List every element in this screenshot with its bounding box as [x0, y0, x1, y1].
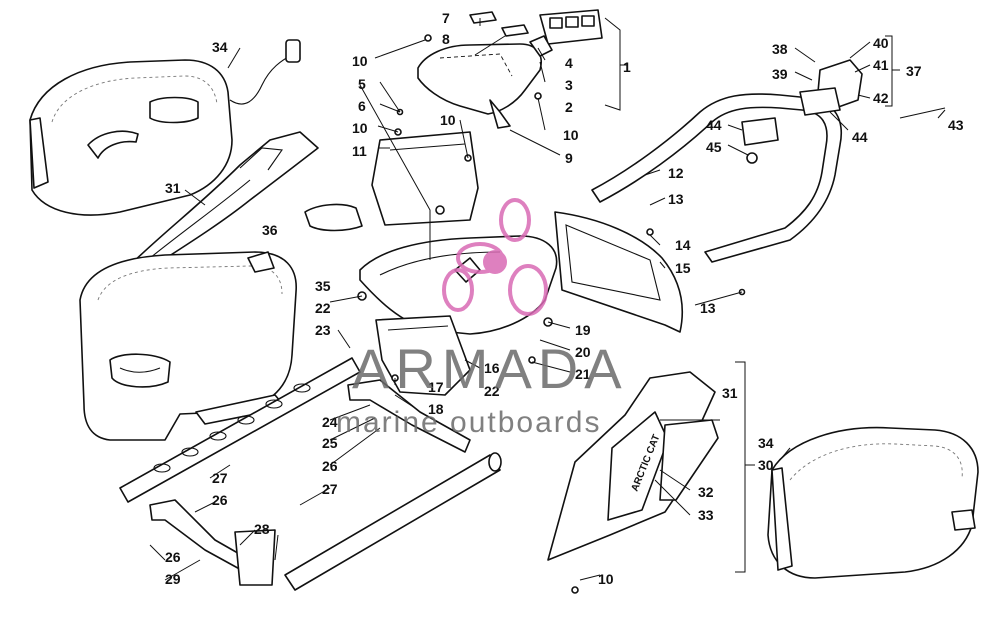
- callout-12: 12: [668, 165, 684, 181]
- callout-32: 32: [698, 484, 714, 500]
- callout-10: 10: [440, 112, 456, 128]
- watermark-tagline: marine outboards: [336, 406, 601, 439]
- leader-lines: [149, 17, 946, 581]
- callout-25: 25: [322, 435, 338, 451]
- callout-44: 44: [706, 117, 722, 133]
- callout-23: 23: [315, 322, 331, 338]
- flap-bracket: [371, 131, 479, 226]
- long-rail-lower: [284, 452, 502, 591]
- mount-bracket-middle: [347, 379, 471, 453]
- callout-1: 1: [623, 59, 631, 75]
- callout-45: 45: [706, 139, 722, 155]
- callout-33: 33: [698, 507, 714, 523]
- callout-26: 26: [322, 458, 338, 474]
- callout-3: 3: [565, 77, 573, 93]
- callout-8: 8: [442, 31, 450, 47]
- mount-bracket-lower: [149, 499, 276, 586]
- callout-7: 7: [442, 10, 450, 26]
- callout-27: 27: [322, 481, 338, 497]
- callout-5: 5: [358, 76, 366, 92]
- callout-21: 21: [575, 366, 591, 382]
- callout-28: 28: [254, 521, 270, 537]
- watermark-brand: ARMADA: [352, 337, 628, 400]
- callout-35: 35: [315, 278, 331, 294]
- pad-part: [304, 203, 363, 232]
- callout-41: 41: [873, 57, 889, 73]
- side-panel: ARCTIC CAT: [547, 371, 719, 561]
- callout-31: 31: [165, 180, 181, 196]
- long-rail-upper: [119, 357, 361, 503]
- callout-16: 16: [484, 360, 500, 376]
- callout-10: 10: [352, 120, 368, 136]
- callout-13: 13: [668, 191, 684, 207]
- callout-26: 26: [165, 549, 181, 565]
- callout-20: 20: [575, 344, 591, 360]
- callout-2: 2: [565, 99, 573, 115]
- callout-24: 24: [322, 414, 338, 430]
- callout-38: 38: [772, 41, 788, 57]
- tail-light-assembly: [469, 9, 603, 45]
- callout-39: 39: [772, 66, 788, 82]
- callout-18: 18: [428, 401, 444, 417]
- callout-43: 43: [948, 117, 964, 133]
- callout-10: 10: [352, 53, 368, 69]
- callout-13: 13: [700, 300, 716, 316]
- callout-6: 6: [358, 98, 366, 114]
- callout-14: 14: [675, 237, 691, 253]
- callout-31: 31: [722, 385, 738, 401]
- bracket-hardware: [741, 59, 946, 164]
- callout-17: 17: [428, 379, 444, 395]
- side-rail-bracket: [124, 131, 319, 276]
- tail-housing: [417, 35, 553, 129]
- callout-15: 15: [675, 260, 691, 276]
- callout-34: 34: [758, 435, 774, 451]
- callout-27: 27: [212, 470, 228, 486]
- callout-11: 11: [352, 143, 367, 159]
- callout-29: 29: [165, 571, 181, 587]
- callout-4: 4: [565, 55, 573, 71]
- callout-19: 19: [575, 322, 591, 338]
- callout-44: 44: [852, 129, 868, 145]
- callout-37: 37: [906, 63, 922, 79]
- watermark: ARMADA marine outboards: [336, 198, 628, 439]
- flap-plate: [375, 315, 471, 396]
- callout-22: 22: [315, 300, 331, 316]
- callouts: 34 7 8 10 5 6 10 11 10 4 3 2 1 10 9 31 3…: [165, 10, 964, 587]
- callout-26: 26: [212, 492, 228, 508]
- watermark-logo: [442, 198, 548, 316]
- callout-40: 40: [873, 35, 889, 51]
- callout-10: 10: [563, 127, 579, 143]
- saddlebag-lower-right: [767, 426, 979, 579]
- callout-10: 10: [598, 571, 614, 587]
- reflector-plate: [554, 211, 683, 333]
- callout-42: 42: [873, 90, 889, 106]
- callout-34: 34: [212, 39, 228, 55]
- callout-36: 36: [262, 222, 278, 238]
- callout-22: 22: [484, 383, 500, 399]
- callout-30: 30: [758, 457, 774, 473]
- callout-9: 9: [565, 150, 573, 166]
- saddlebag-upper-left: [29, 39, 301, 216]
